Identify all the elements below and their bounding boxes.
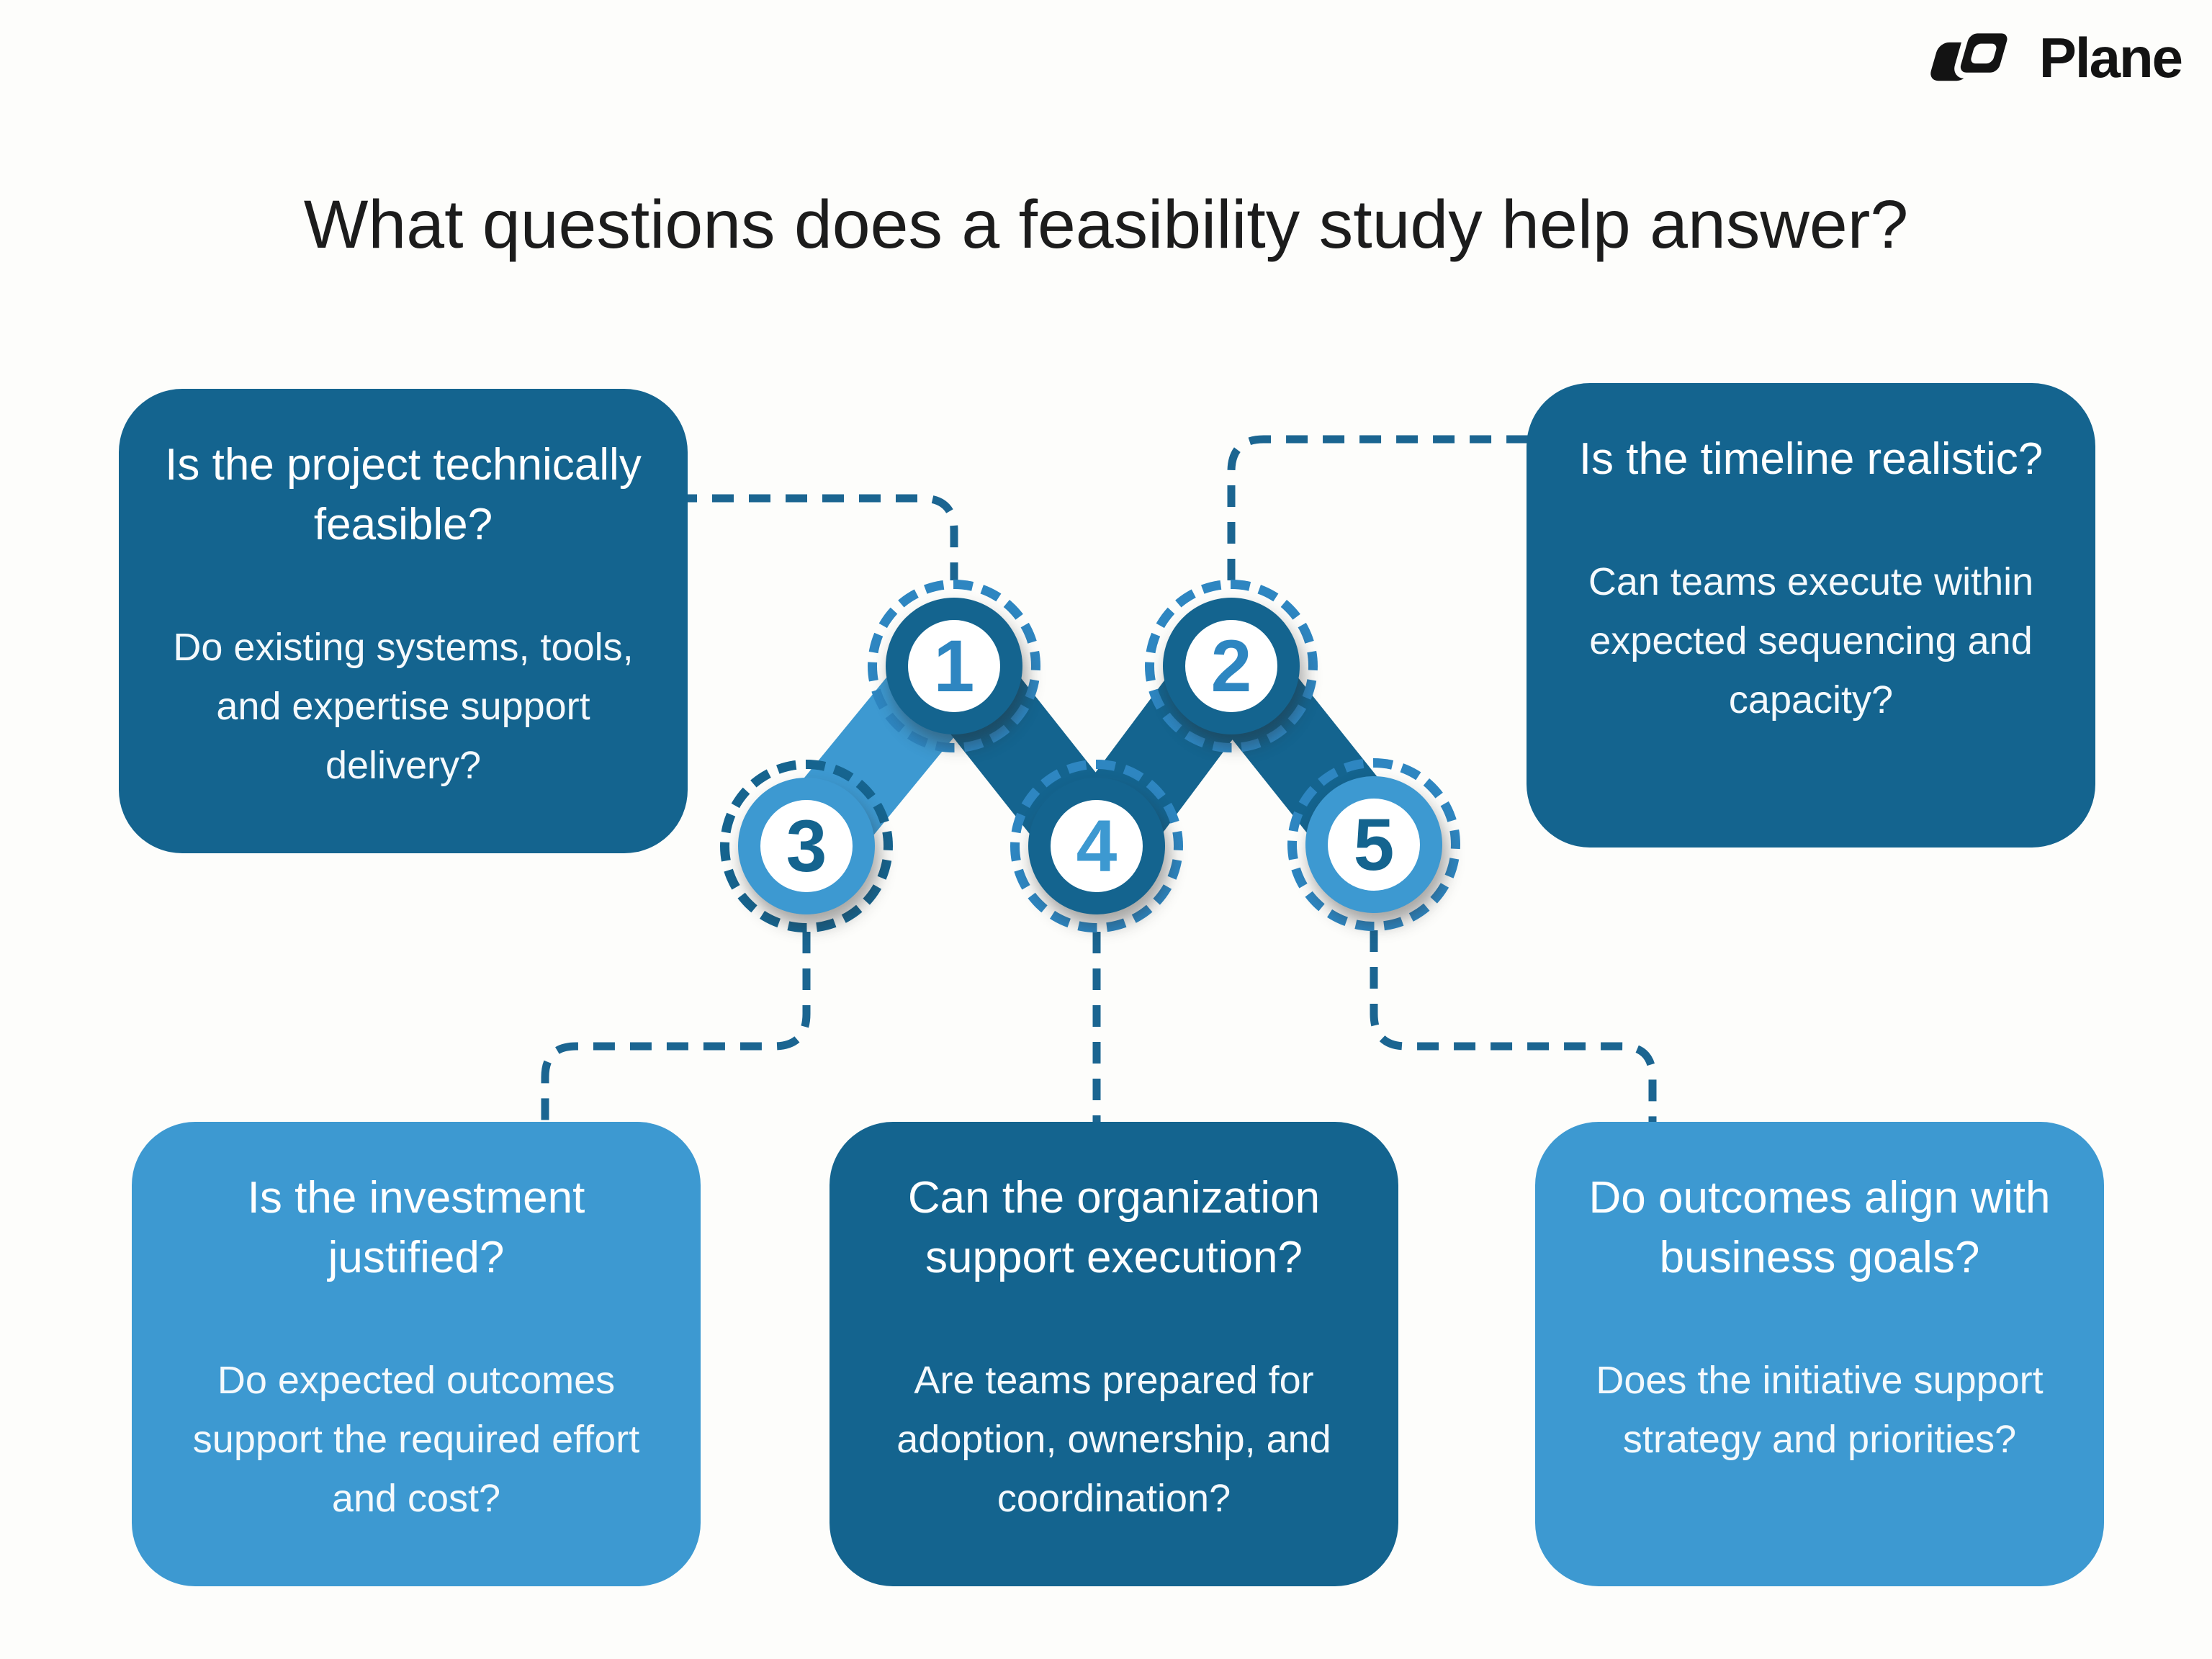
card-organization-support: Can the organization support execution? …	[830, 1122, 1398, 1586]
step-5-ring: 5	[1305, 776, 1442, 913]
step-circle-1: 1	[868, 580, 1040, 752]
step-circle-2: 2	[1145, 580, 1318, 752]
step-circle-4: 4	[1010, 760, 1183, 932]
card-body: Do expected outcomes support the require…	[192, 1359, 640, 1521]
card-body: Do existing systems, tools, and expertis…	[173, 626, 634, 788]
card-heading: Is the timeline realistic?	[1578, 434, 2044, 484]
step-circle-5: 5	[1287, 758, 1460, 931]
card-body: Can teams execute within expected sequen…	[1588, 560, 2034, 722]
plane-logo: Plane	[1925, 20, 2183, 95]
card-outcomes-align: Do outcomes align with business goals? D…	[1535, 1122, 2104, 1586]
step-5-core: 5	[1328, 799, 1420, 891]
step-2-ring: 2	[1163, 598, 1300, 734]
connector-step5-card5	[1370, 930, 1657, 1123]
card-investment-justified: Is the investment justified? Do expected…	[132, 1122, 701, 1586]
step-4-ring: 4	[1028, 778, 1165, 914]
card-heading: Do outcomes align with business goals?	[1588, 1173, 2051, 1283]
plane-logo-wordmark: Plane	[2038, 25, 2183, 89]
connector-step3-card3	[541, 932, 811, 1123]
step-number: 5	[1353, 804, 1395, 886]
step-number: 2	[1210, 625, 1252, 707]
card-heading: Can the organization support execution?	[907, 1173, 1321, 1283]
card-heading: Is the project technically feasible?	[165, 440, 642, 550]
card-heading: Is the investment justified?	[247, 1173, 585, 1283]
step-number: 3	[786, 805, 827, 887]
step-3-core: 3	[760, 800, 853, 892]
card-body: Are teams prepared for adoption, ownersh…	[896, 1359, 1331, 1521]
card-body: Does the initiative support strategy and…	[1596, 1359, 2044, 1462]
connector-step2-card2	[1227, 435, 1528, 580]
step-1-core: 1	[908, 620, 1000, 712]
step-1-ring: 1	[886, 598, 1022, 734]
plane-logo-icon	[1930, 27, 2013, 81]
step-4-core: 4	[1051, 800, 1143, 892]
step-2-core: 2	[1185, 620, 1277, 712]
connector-card1-step1	[675, 494, 958, 580]
step-number: 1	[933, 625, 975, 707]
card-technical-feasibility: Is the project technically feasible? Do …	[119, 389, 688, 853]
step-3-ring: 3	[738, 778, 875, 914]
card-timeline-realistic: Is the timeline realistic? Can teams exe…	[1527, 383, 2095, 848]
step-circle-3: 3	[720, 760, 893, 932]
page-title: What questions does a feasibility study …	[303, 186, 1909, 263]
step-number: 4	[1076, 805, 1118, 887]
